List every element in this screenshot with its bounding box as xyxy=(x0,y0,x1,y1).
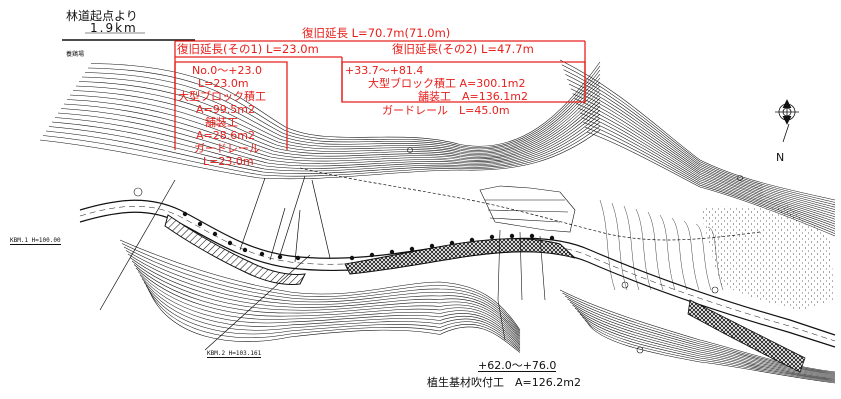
stream xyxy=(299,167,761,241)
section1-line: L=23.0m xyxy=(198,77,249,90)
block-wall-section-1 xyxy=(164,214,306,285)
origin-title: 林道起点より xyxy=(66,9,138,23)
section1-line: 舗装工 xyxy=(205,116,238,129)
section1-line: A=99.5m2 xyxy=(196,103,255,116)
kbm2-label: KBM.2 H=103.161 xyxy=(207,350,262,358)
north-compass xyxy=(775,99,799,143)
section2-line: 舗装工 A=136.1m2 xyxy=(418,90,528,103)
total-extent-label: 復旧延長 L=70.7m(71.0m) xyxy=(302,26,451,40)
vegetation-range: +62.0～+76.0 xyxy=(478,359,557,372)
north-label: N xyxy=(776,151,785,164)
section2-line: ガードレール L=45.0m xyxy=(382,104,510,117)
gravel-area xyxy=(700,205,835,310)
guardrail-posts xyxy=(182,211,555,261)
extent-dimension xyxy=(174,40,586,150)
section-lines xyxy=(99,175,331,351)
section1-line: L=23.0m xyxy=(203,155,254,168)
collapse-area xyxy=(479,185,576,341)
contour-lines xyxy=(39,59,836,384)
section1-line: A=28.6m2 xyxy=(196,129,255,142)
station-circles xyxy=(133,147,743,354)
section2-line: +33.7～+81.4 xyxy=(345,64,424,77)
section2-title: 復旧延長(その2) L=47.7m xyxy=(392,42,534,56)
kbm1-label: KBM.1 H=100.00 xyxy=(10,237,61,245)
section1-line: No.0～+23.0 xyxy=(192,64,262,77)
section1-title: 復旧延長(その1) L=23.0m xyxy=(177,42,319,56)
section1-line: ガードレール xyxy=(194,142,260,155)
block-wall-section-2 xyxy=(344,238,576,275)
vegetation-spray-area xyxy=(687,299,806,373)
section1-line: 大型ブロック積工 xyxy=(178,90,266,103)
origin-note: 養鶏場 xyxy=(66,51,85,58)
section2-line: 大型ブロック積工 A=300.1m2 xyxy=(368,77,526,90)
vegetation-work: 植生基材吹付工 A=126.2m2 xyxy=(427,376,581,389)
origin-distance: 1.9km xyxy=(90,21,138,35)
